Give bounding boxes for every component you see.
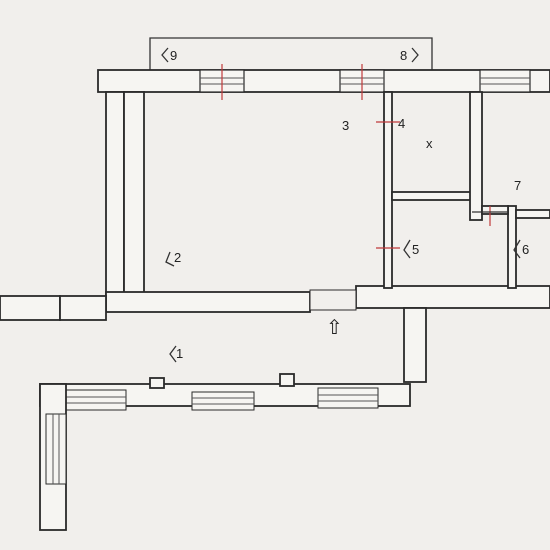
wall-corridor-top-right — [355, 285, 550, 309]
wall-room7-segment — [481, 205, 509, 215]
pier-2 — [279, 373, 295, 387]
wall-partition-vertical — [383, 91, 393, 289]
chevron-5-icon — [403, 239, 411, 259]
wall-left-stub — [0, 295, 61, 321]
chevron-9-icon — [161, 47, 169, 63]
window-top-middle — [339, 64, 385, 100]
wall-room4-right — [469, 91, 483, 221]
wall-room2-left — [123, 91, 145, 298]
chevron-6-icon — [513, 239, 521, 259]
balcony-outline — [149, 37, 433, 72]
window-lower-left — [45, 413, 67, 485]
window-bottom-3 — [317, 387, 379, 409]
wall-corridor-right — [403, 307, 427, 383]
room-label-4: 4 — [398, 116, 405, 131]
room-label-5: 5 — [412, 242, 419, 257]
window-bottom-2 — [191, 391, 255, 411]
wall-left-stub-2 — [59, 295, 107, 321]
wall-room2-bottom — [105, 291, 311, 313]
room-mark-x: x — [426, 136, 433, 151]
wall-room6-left — [507, 205, 517, 289]
entrance-door — [309, 289, 357, 311]
window-top-left — [199, 64, 245, 100]
room-label-9: 9 — [170, 48, 177, 63]
room-label-8: 8 — [400, 48, 407, 63]
entrance-arrow-icon: ⇧ — [326, 317, 343, 339]
wall-partition-room4 — [391, 191, 475, 201]
room-label-1: 1 — [176, 346, 183, 361]
chevron-8-icon — [411, 47, 419, 63]
chevron-2-icon — [165, 251, 175, 267]
room-label-2: 2 — [174, 250, 181, 265]
wall-left-strip — [105, 91, 125, 298]
window-top-right — [479, 69, 531, 93]
wall-room6-top — [515, 209, 550, 219]
room-label-6: 6 — [522, 242, 529, 257]
chevron-1-icon — [169, 345, 177, 363]
room-label-7: 7 — [514, 178, 521, 193]
window-bottom-1 — [65, 389, 127, 411]
room-label-3: 3 — [342, 118, 349, 133]
pier-1 — [149, 377, 165, 389]
